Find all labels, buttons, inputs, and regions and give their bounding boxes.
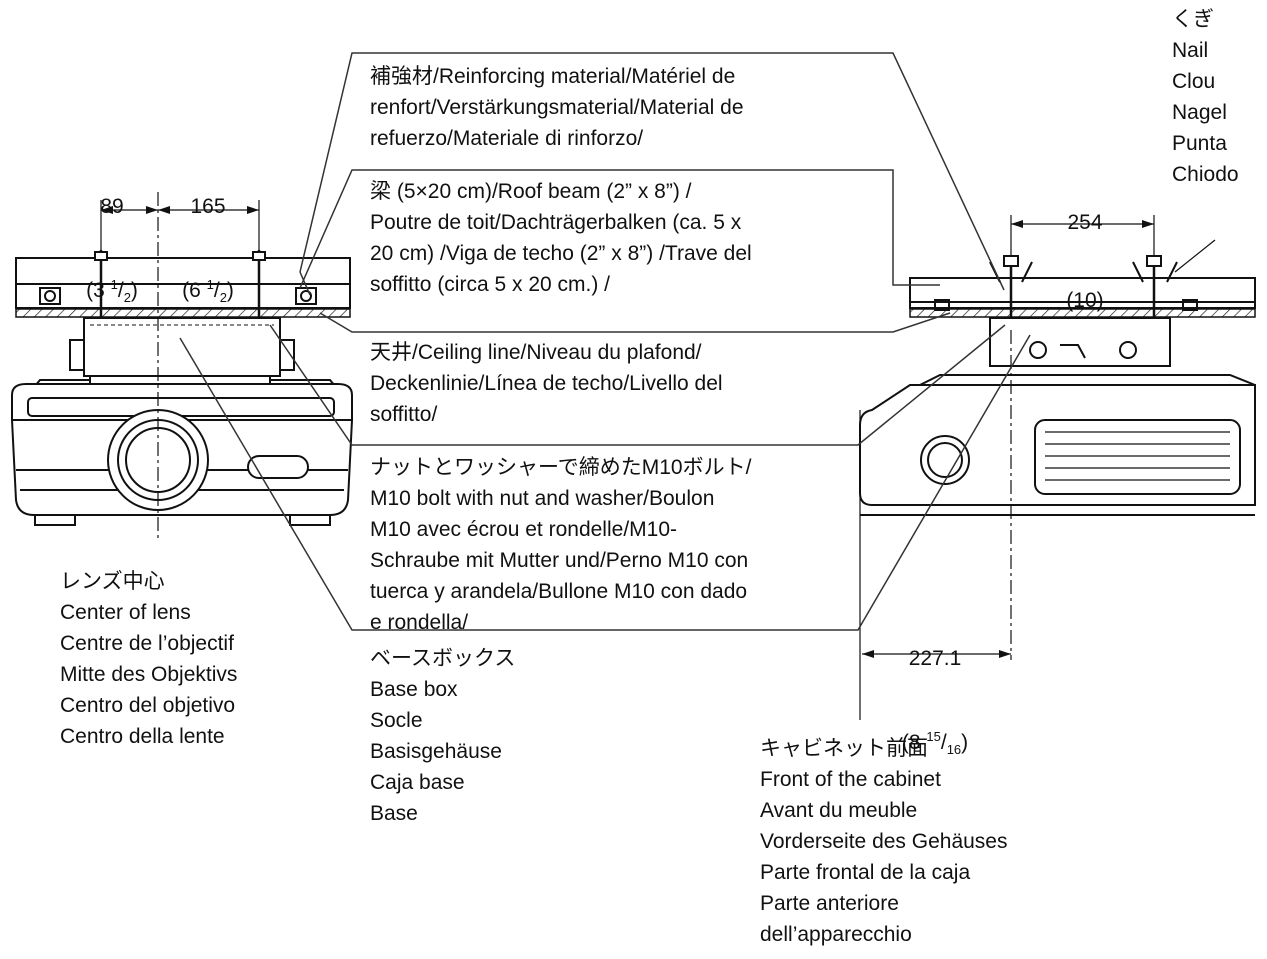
ceiling-line-label: 天井/Ceiling line/Niveau du plafond/ Decke… (370, 341, 723, 426)
roof-beam-label: 梁 (5×20 cm)/Roof beam (2” x 8”) / Poutre… (370, 180, 752, 296)
cabinet-it-1: Parte anteriore (760, 892, 899, 915)
base-box-label: ベースボックス Base box Socle Basisgehäuse Caja… (370, 643, 515, 829)
dim-227: 227.1 (8 15/16) (880, 594, 990, 789)
side-view (859, 215, 1256, 720)
lens-it: Centro della lente (60, 725, 225, 748)
dim-254-mm: 254 (1067, 211, 1103, 234)
basebox-fr: Socle (370, 709, 423, 732)
dim-254: 254 (10) (1050, 158, 1120, 340)
nail-label: くぎ Nail Clou Nagel Punta Chiodo (1172, 4, 1239, 190)
nail-fr: Clou (1172, 70, 1216, 93)
reinforcing-callout-box (299, 52, 1005, 291)
dim-227-mm: 227.1 (908, 647, 962, 670)
nail-4 (1166, 261, 1178, 283)
nail-2 (1021, 261, 1033, 283)
basebox-callout-box (179, 334, 1031, 631)
dim-165-inch: (6 1/2) (182, 277, 234, 306)
dim-89: 89 (3 1/2) (80, 142, 144, 337)
bolt-callout-box (269, 324, 1006, 446)
base-box-side (989, 317, 1171, 367)
dim-165: 165 (6 1/2) (170, 142, 246, 337)
reinforcing-material-label: 補強材/Reinforcing material/Matériel de ren… (370, 65, 744, 150)
cabinet-it-2: dell’apparecchio (760, 923, 912, 946)
dim-89-mm: 89 (100, 195, 124, 218)
basebox-de: Basisgehäuse (370, 740, 502, 763)
lens-ja: レンズ中心 (60, 570, 165, 593)
nail-it: Chiodo (1172, 163, 1239, 186)
nail-es: Punta (1172, 132, 1227, 155)
basebox-ja: ベースボックス (370, 647, 516, 670)
beam-callout-box (299, 169, 940, 289)
nail-en: Nail (1172, 39, 1209, 62)
cabinet-es: Parte frontal de la caja (760, 861, 971, 884)
lens-center-label: レンズ中心 Center of lens Centre de l’objecti… (60, 566, 237, 752)
cabinet-de: Vorderseite des Gehäuses (760, 830, 1008, 853)
cabinet-fr: Avant du meuble (760, 799, 918, 822)
nail-de: Nagel (1172, 101, 1227, 124)
cabinet-en: Front of the cabinet (760, 768, 941, 791)
dim-254-inch: (10) (1066, 289, 1104, 312)
dim-227-inch: (8 15/16) (901, 729, 969, 758)
dim-89-inch: (3 1/2) (86, 277, 138, 306)
front-view (10, 192, 354, 540)
basebox-en: Base box (370, 678, 458, 701)
basebox-es: Caja base (370, 771, 465, 794)
basebox-it: Base (370, 802, 418, 825)
cabinet-ja: キャビネット前面 (760, 737, 928, 760)
lens-fr: Centre de l’objectif (60, 632, 234, 655)
ceiling-callout-box (319, 312, 951, 333)
cabinet-front-label: キャビネット前面 Front of the cabinet Avant du m… (760, 733, 1008, 950)
nail-3 (1132, 261, 1144, 283)
nail-leader (1174, 239, 1216, 273)
nail-ja: くぎ (1172, 8, 1214, 31)
lens-en: Center of lens (60, 601, 191, 624)
lens-es: Centro del objetivo (60, 694, 236, 717)
lens-de: Mitte des Objektivs (60, 663, 238, 686)
roof-beam-side (909, 277, 1256, 303)
dim-165-mm: 165 (190, 195, 226, 218)
bolt-label: ナットとワッシャーで締めたM10ボルト/ M10 bolt with nut a… (370, 456, 752, 634)
